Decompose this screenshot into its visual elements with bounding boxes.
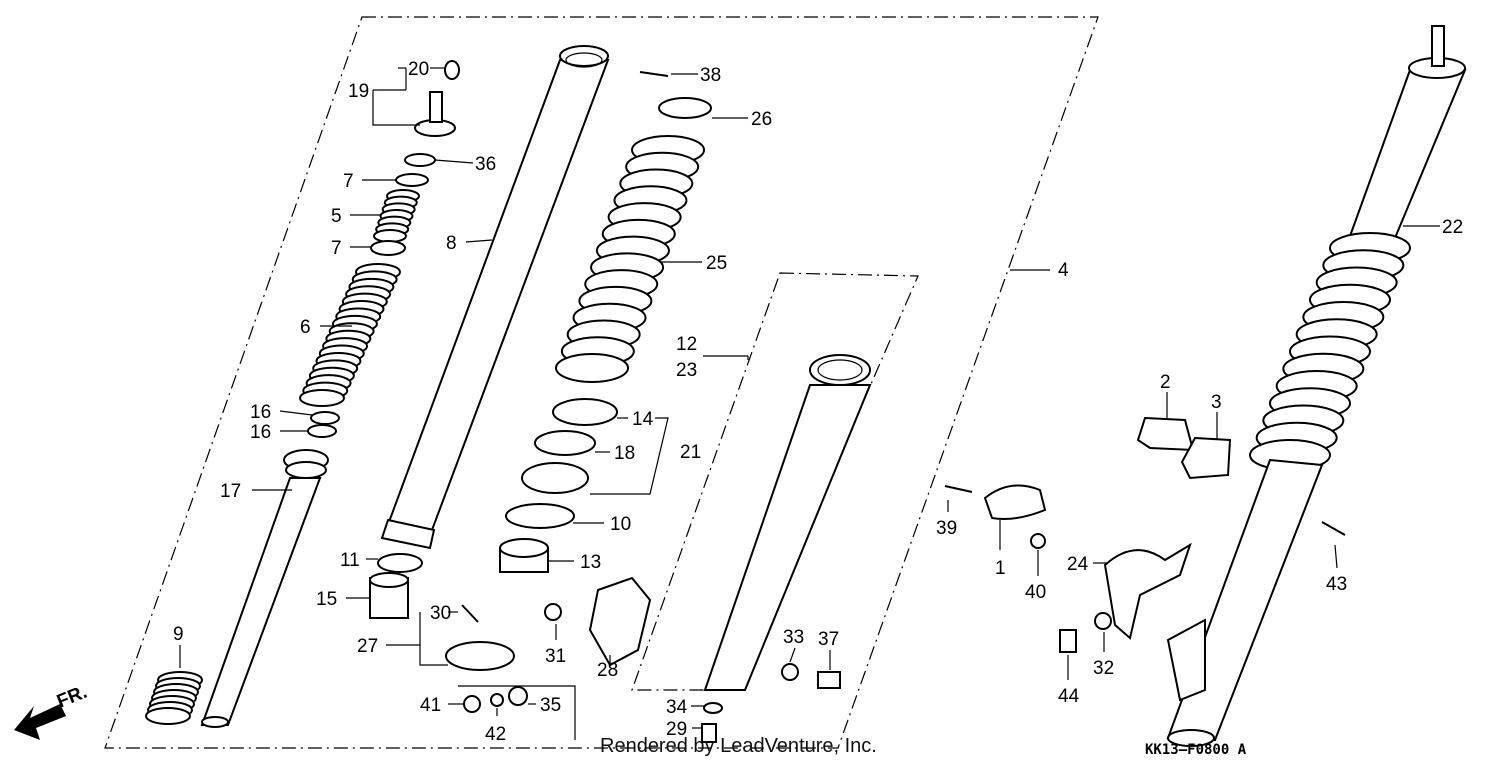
bolt-30 (461, 604, 479, 623)
callout-5: 5 (331, 206, 342, 227)
callout-17: 17 (220, 481, 241, 502)
bolt-38 (639, 71, 669, 77)
stopper-ring-18 (534, 430, 596, 456)
washer-7-upper (395, 173, 429, 187)
bracket-2 (1136, 416, 1195, 452)
callout-24: 24 (1067, 554, 1089, 575)
callout-40: 40 (1025, 582, 1046, 603)
handle-clamp-1 (983, 484, 1047, 520)
bolt-29 (701, 723, 717, 743)
callout-33: 33 (783, 627, 804, 648)
callout-15: 15 (316, 589, 337, 610)
washer-35 (508, 686, 528, 706)
direction-label: FR. (54, 682, 90, 713)
callout-10: 10 (610, 514, 631, 535)
render-credit: Rendered by LeadVenture, Inc. (600, 735, 877, 757)
fork-spring-6 (299, 263, 401, 407)
bracket-3 (1180, 436, 1232, 480)
fork-pipe-17 (200, 449, 329, 728)
nut-41 (463, 695, 481, 713)
washer-32 (1094, 612, 1112, 630)
callout-27: 27 (357, 636, 378, 657)
spring-9 (145, 671, 203, 725)
callout-42: 42 (485, 724, 506, 745)
spring-5 (373, 189, 420, 243)
nut-31 (544, 603, 562, 621)
callout-35: 35 (540, 695, 561, 716)
callout-34: 34 (666, 697, 688, 718)
fork-slider-12 (703, 354, 872, 691)
leader-lines (179, 67, 1440, 740)
callout-16a: 16 (250, 402, 271, 423)
assembly-12-boundary (631, 272, 919, 691)
front-fork-assembly-22 (1166, 25, 1467, 747)
clip-16a (310, 411, 340, 425)
callout-32: 32 (1093, 658, 1114, 679)
callout-11: 11 (340, 550, 360, 571)
callout-1: 1 (995, 558, 1006, 579)
callout-23: 23 (676, 360, 697, 381)
washer-7-lower (370, 240, 406, 256)
callout-4: 4 (1058, 260, 1069, 281)
washer-36 (404, 153, 436, 167)
callout-29: 29 (666, 719, 687, 740)
diagram-code: KK13–F0800 A (1145, 742, 1247, 758)
clamp-27 (445, 641, 515, 671)
clip-16b (307, 424, 337, 438)
callout-28: 28 (597, 660, 618, 681)
callout-31: 31 (545, 646, 566, 667)
callout-7b: 7 (331, 238, 342, 259)
callout-13: 13 (580, 552, 601, 573)
axle-holder-28 (588, 576, 652, 667)
callout-37: 37 (818, 629, 839, 650)
front-direction-arrow (14, 704, 66, 740)
callout-39: 39 (936, 518, 957, 539)
washer-33 (781, 663, 799, 681)
callout-22: 22 (1442, 217, 1463, 238)
callout-26: 26 (751, 109, 772, 130)
callout-9: 9 (173, 624, 184, 645)
callout-38: 38 (700, 65, 721, 86)
callout-19: 19 (348, 81, 369, 102)
callout-20: 20 (408, 59, 429, 80)
dust-seal-14 (552, 398, 618, 426)
callout-7a: 7 (343, 171, 354, 192)
washer-10 (505, 503, 575, 529)
callout-6: 6 (300, 317, 311, 338)
callout-25: 25 (706, 253, 727, 274)
bolt-44 (1059, 629, 1077, 653)
callout-3: 3 (1211, 392, 1222, 413)
callout-8: 8 (446, 233, 457, 254)
bushing-11 (377, 553, 423, 573)
bolt-37 (817, 671, 841, 689)
assembly-4-boundary (104, 16, 1099, 749)
bolt-39 (944, 485, 973, 493)
bolt-43 (1321, 521, 1346, 536)
callout-41: 41 (420, 695, 441, 716)
washer-34 (703, 702, 723, 714)
bushing-13 (499, 538, 549, 573)
nut-40 (1030, 533, 1046, 549)
washer-42 (490, 693, 504, 707)
callout-30: 30 (430, 603, 451, 624)
guide-24 (1103, 542, 1192, 640)
callout-21: 21 (680, 442, 701, 463)
callout-labels: 1 2 3 4 5 6 7 7 8 9 10 11 12 13 14 15 16… (173, 59, 1463, 745)
callout-36: 36 (475, 154, 496, 175)
oil-seal-21 (521, 462, 589, 494)
callout-16b: 16 (250, 422, 271, 443)
fork-boot-25 (555, 135, 705, 383)
callout-18: 18 (614, 443, 635, 464)
boot-band-26 (658, 97, 712, 119)
fork-tube-8 (380, 45, 610, 550)
callout-14: 14 (632, 409, 654, 430)
callout-2: 2 (1160, 372, 1171, 393)
fork-bolt-19 (414, 60, 460, 137)
callout-44: 44 (1058, 686, 1080, 707)
callout-43: 43 (1326, 574, 1347, 595)
callout-12: 12 (676, 334, 697, 355)
bushing-15 (369, 572, 409, 619)
